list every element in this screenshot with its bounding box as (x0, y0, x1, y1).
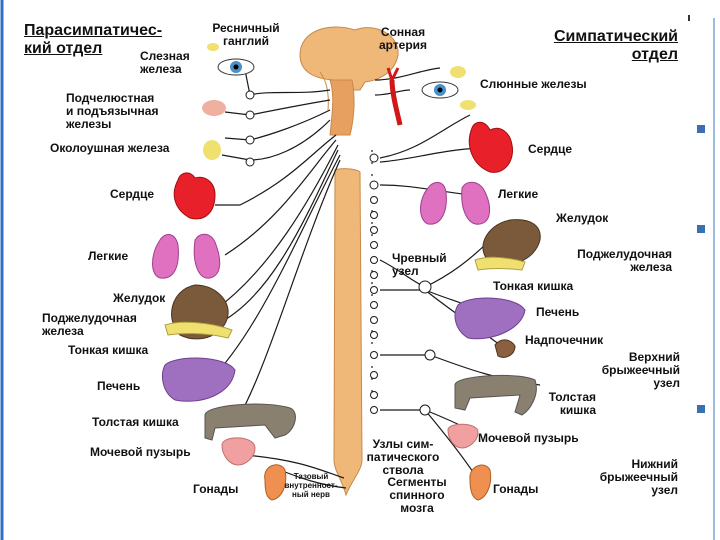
colon-right (455, 375, 536, 415)
label-spinal-segments: Сегменты спинного мозга (382, 476, 452, 515)
label-lungs-left: Легкие (88, 250, 128, 263)
label-stomach-left: Желудок (113, 292, 165, 305)
label-stomach-right: Желудок (556, 212, 608, 225)
label-lacrimal-gland: Слезная железа (140, 50, 190, 76)
bladder-left (222, 438, 255, 465)
heart-right (469, 122, 512, 172)
label-pelvic-nerve: Тазовый внутренност- ный нерв (282, 472, 340, 499)
label-colon-left: Толстая кишка (92, 416, 179, 429)
label-ciliary-ganglion: Ресничный ганглий (210, 22, 282, 48)
label-liver-left: Печень (97, 380, 140, 393)
lungs-right (421, 182, 490, 224)
colon-left (205, 404, 295, 440)
label-pancreas-right: Поджелудочная железа (540, 248, 672, 274)
label-pancreas-left: Поджелудочная железа (42, 312, 137, 338)
label-bladder-right: Мочевой пузырь (478, 432, 579, 445)
label-trunk-nodes: Узлы сим- патического ствола (364, 438, 442, 477)
label-lungs-right: Легкие (498, 188, 538, 201)
parasympathetic-ganglia (246, 91, 254, 166)
salivary-gland-right-2 (460, 100, 476, 110)
title-sympathetic: Симпатический отдел (520, 28, 678, 64)
label-adrenal: Надпочечник (525, 334, 603, 347)
label-colon-right: Толстая кишка (528, 391, 596, 417)
label-heart-left: Сердце (110, 188, 154, 201)
label-parotid: Околоушная железа (50, 142, 169, 155)
label-inf-mesenteric: Нижний брыжеечный узел (580, 458, 678, 497)
liver-right (455, 298, 525, 339)
heart-left (174, 173, 215, 219)
adrenal-gland (495, 340, 515, 358)
liver-left (162, 358, 235, 401)
label-submandibular: Подчелюстная и подъязычная железы (66, 92, 158, 131)
label-salivary-glands: Слюнные железы (480, 78, 587, 91)
carotid-artery (392, 80, 400, 125)
label-celiac-node: Чревный узел (392, 252, 447, 278)
parotid-gland (203, 140, 221, 160)
label-bladder-left: Мочевой пузырь (90, 446, 191, 459)
spinal-cord (334, 169, 362, 495)
label-heart-right: Сердце (528, 143, 572, 156)
salivary-gland-right (450, 66, 466, 78)
submandibular-gland (202, 100, 226, 116)
lungs-left (153, 234, 220, 278)
label-sup-mesenteric: Верхний брыжеечный узел (580, 351, 680, 390)
label-small-int-left: Тонкая кишка (68, 344, 148, 357)
eye-right (422, 82, 458, 98)
brainstem (330, 80, 354, 135)
label-carotid-artery: Сонная артерия (368, 26, 438, 52)
label-gonads-right: Гонады (493, 483, 538, 496)
label-small-int-right: Тонкая кишка (493, 280, 573, 293)
label-gonads-left: Гонады (193, 483, 238, 496)
label-liver-right: Печень (536, 306, 579, 319)
gonads-right (470, 465, 491, 500)
eye-left (218, 59, 254, 75)
